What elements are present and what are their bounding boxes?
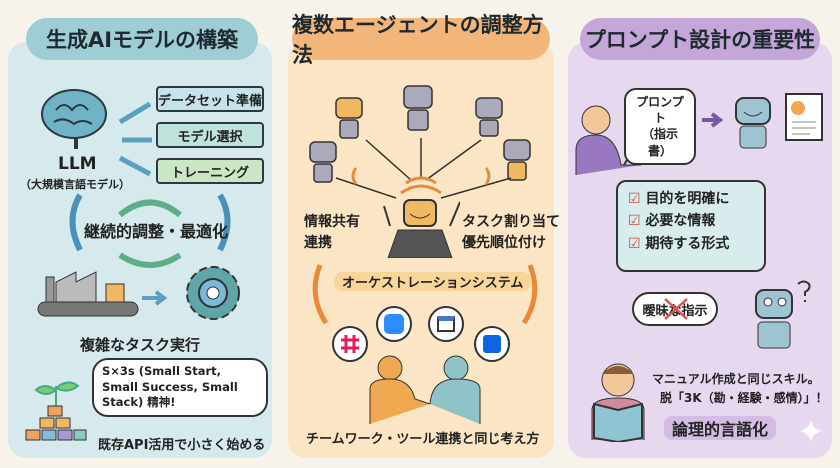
- arrows-icon: [118, 101, 152, 177]
- panel-genai-title: 生成AIモデルの構築: [26, 18, 258, 60]
- step-model-select: モデル選択: [156, 122, 264, 148]
- checklist-item-label: 期待する形式: [645, 235, 730, 252]
- confused-robot-icon: [755, 280, 811, 349]
- checklist-item-label: 必要な情報: [645, 213, 716, 230]
- loop-arrows-icon: [69, 193, 231, 268]
- orchestration-label: オーケストレーションシステム: [334, 272, 532, 291]
- checklist-item: ☑ 必要な情報: [628, 210, 754, 232]
- panel-multi-agent-title: 複数エージェントの調整方法: [292, 13, 550, 67]
- conductor-robot-icon: [383, 199, 460, 258]
- checklist-item: ☑ 期待する形式: [628, 233, 754, 255]
- checkbox-checked-icon: ☑: [628, 191, 641, 207]
- curved-arrows-icon: [312, 264, 538, 325]
- logical-verbalization-footer: 論理的言語化: [664, 416, 777, 440]
- robot-icon: [503, 139, 531, 181]
- slack-icon: [332, 326, 368, 362]
- robot-icon: [475, 97, 503, 137]
- info-share-label: 情報共有 連携: [304, 212, 360, 254]
- prompt-line: プロンプト: [636, 95, 684, 126]
- api-footer: 既存API活用で小さく始める: [98, 438, 266, 453]
- brain-icon: [41, 89, 107, 149]
- checklist-item: ☑ 目的を明確に: [628, 188, 754, 210]
- arrow-right-icon: [142, 290, 168, 306]
- zoom-icon: [376, 306, 412, 342]
- robot-icon: [403, 85, 433, 131]
- arrow-right-icon: [702, 112, 724, 128]
- agent-robots-illustration: [309, 85, 531, 199]
- loop-label: 継続的調整・最適化: [84, 222, 229, 241]
- panel-prompt-title: プロンプト設計の重要性: [580, 18, 820, 60]
- manual-skill-note: マニュアル作成と同じスキル。 脱「3K（勘・経験・感情）」！: [652, 370, 828, 408]
- llm-sublabel: （大規模言語モデル）: [20, 178, 130, 191]
- step-training: トレーニング: [156, 158, 264, 184]
- cross-mark-icon: [664, 298, 688, 320]
- priority-line: 優先順位付け: [462, 235, 546, 251]
- reading-boy-icon: [591, 363, 645, 442]
- step-dataset: データセット準備: [156, 86, 264, 112]
- gear-icon: [186, 266, 240, 320]
- teamwork-footer: チームワーク・ツール連携と同じ考え方: [306, 432, 540, 447]
- task-assign-label: タスク割り当て 優先順位付け: [462, 212, 560, 254]
- robot-icon: [335, 97, 363, 139]
- robot-icon: [309, 141, 337, 183]
- info-share-line: 情報共有: [304, 214, 360, 230]
- person-laptop-icon: [575, 105, 641, 175]
- llm-label: LLM: [58, 154, 97, 174]
- checkbox-checked-icon: ☑: [628, 235, 641, 252]
- instruction-line: （指示書）: [641, 127, 678, 158]
- trello-icon: [474, 326, 510, 362]
- sprout-blocks-icon: [25, 381, 87, 441]
- task-assign-line: タスク割り当て: [462, 214, 560, 230]
- anti-3k-line: 脱「3K（勘・経験・感情）」！: [660, 391, 828, 406]
- robot-document-icon: [735, 93, 823, 149]
- task-label: 複雑なタスク実行: [80, 336, 201, 354]
- checklist-bubble: ☑ 目的を明確に ☑ 必要な情報 ☑ 期待する形式: [616, 180, 766, 272]
- checklist-item-label: 目的を明確に: [645, 191, 730, 207]
- manual-skill-line: マニュアル作成と同じスキル。: [652, 372, 820, 386]
- checkbox-checked-icon: ☑: [628, 213, 641, 230]
- factory-icon: [37, 271, 139, 317]
- cooperation-line: 連携: [304, 235, 332, 251]
- prompt-bubble: プロンプト （指示書）: [624, 88, 696, 165]
- s3s-speech-bubble: S×3s (Small Start, Small Success, Small …: [92, 358, 268, 417]
- calendar-icon: [428, 306, 464, 342]
- handshake-icon: [369, 355, 481, 424]
- sparkle-icon: [800, 420, 822, 442]
- vague-instruction-cloud: 曖昧な指示: [632, 292, 718, 326]
